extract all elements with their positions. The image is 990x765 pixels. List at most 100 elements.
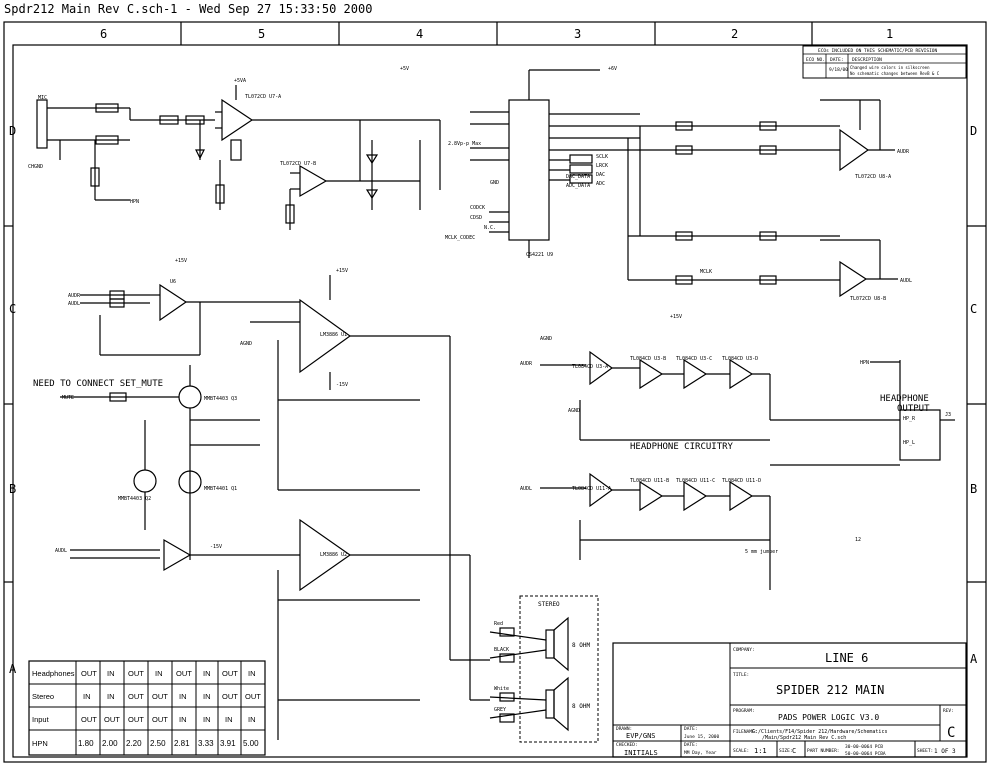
table-cell: OUT (152, 692, 168, 701)
u11d-label: TL084CD U11-D (722, 478, 761, 484)
u7b-label: TL072CD U7-B (280, 161, 316, 167)
dac-label: DAC (596, 172, 605, 178)
table-cell: 3.91 (220, 739, 236, 748)
speaker-bottom-ohm: 8 OHM (572, 703, 590, 710)
wire-red: Red (494, 621, 503, 627)
col-label-4: 4 (416, 27, 423, 41)
row-label-a-right: A (970, 652, 978, 666)
u7a-label: TL072CD U7-A (245, 94, 281, 100)
table-header-cell: OUT (176, 669, 192, 678)
row-label-a-left: A (9, 662, 17, 676)
u2-power-amp (70, 518, 490, 740)
mute-label: MUTE (62, 395, 74, 401)
u3b-label: TL084CD U3-B (630, 356, 666, 362)
col-label-6: 6 (100, 27, 107, 41)
res-label: 12 (855, 537, 861, 543)
u7b-opamp (285, 119, 440, 230)
checked-label: CHECKED: (616, 742, 638, 748)
drawing-title: SPIDER 212 MAIN (776, 683, 884, 697)
u9-codec (470, 69, 641, 280)
table-row-label: Stereo (32, 692, 54, 701)
table-header-cell: IN (248, 669, 256, 678)
nc-label: N.C. (484, 225, 496, 231)
table-cell: OUT (81, 715, 97, 724)
u8a-label: TL072CD U8-A (855, 174, 891, 180)
outer-border (3, 21, 987, 763)
headphone-circuitry-note: HEADPHONE CIRCUITRY (630, 442, 734, 452)
audr-out-label: AUDR (897, 149, 910, 155)
col-label-2: 2 (731, 27, 738, 41)
table-cell: IN (179, 692, 187, 701)
u8a-opamp (640, 99, 895, 172)
vee15-label-1: -15V (336, 382, 348, 388)
filename-label: FILENAME: (733, 729, 757, 735)
table-cell: IN (179, 715, 187, 724)
hpn-net-label-1: HPN (130, 199, 139, 205)
u9-label: CS4221 U9 (526, 252, 553, 258)
eco-title: ECOs INCLUDED ON THIS SCHEMATIC/PCB REVI… (818, 48, 937, 54)
need-connect-note: NEED TO CONNECT SET_MUTE (33, 379, 163, 389)
table-row-label: HPN (32, 739, 48, 748)
table-header-cell: IN (107, 669, 115, 678)
part-number-1: 30-00-0064 PCB (845, 744, 883, 750)
dac-data-label: DAC_DATA (566, 174, 590, 180)
u11b-label: TL084CD U11-B (630, 478, 669, 484)
row-label-b-left: B (9, 482, 16, 496)
company-name: LINE 6 (825, 651, 868, 665)
speaker-top-ohm: 8 OHM (572, 642, 590, 649)
hp-r-label: HP_R (903, 416, 916, 422)
col-label-1: 1 (886, 27, 893, 41)
mic-input-section (36, 99, 215, 201)
inner-border (12, 44, 968, 758)
table-cell: IN (107, 692, 115, 701)
program-label: PROGRAM: (733, 708, 755, 714)
audl-u7-label: AUDL (55, 548, 67, 554)
hpn-table: Headphones OUT IN OUT IN OUT IN OUT IN S… (28, 660, 266, 756)
agnd-label-3: AGND (540, 336, 552, 342)
vee15-label-2: -15V (210, 544, 222, 550)
table-header-cell: IN (155, 669, 163, 678)
table-cell: IN (203, 715, 211, 724)
page-header: Spdr212 Main Rev C.sch-1 - Wed Sep 27 15… (4, 2, 373, 16)
j3-label: J3 (945, 412, 951, 418)
lrck-label: LRCK (596, 163, 608, 169)
drawn-label: DRAWN: (616, 726, 632, 732)
gnd-label: GND (490, 180, 499, 186)
column-ticks (4, 22, 986, 583)
title-label: TITLE: (733, 672, 749, 678)
u1-power-amp (250, 275, 451, 660)
vcc15-label-3: +15V (670, 314, 682, 320)
date-label: DATE: (684, 726, 698, 732)
vcc6-label: +6V (608, 66, 617, 72)
u2-label: LM3886 U2 (320, 552, 347, 558)
hp-l-label: HP_L (903, 440, 915, 446)
drawn-value: EVP/GNS (626, 732, 656, 740)
row-label-d-right: D (970, 124, 977, 138)
company-label: COMPANY: (733, 647, 755, 653)
audl-out-label: AUDL (900, 278, 912, 284)
table-cell: 2.50 (150, 739, 166, 748)
u3a-label: TL084CD U3-A (572, 364, 608, 370)
clamp-diodes (365, 120, 441, 210)
u8b-label: TL072CD U8-B (850, 296, 886, 302)
q2-label: MMBT4403 Q2 (118, 496, 151, 502)
table-cell: 3.33 (198, 739, 214, 748)
cdsd-label: CDSD (470, 215, 482, 221)
vcc15-label-2: +15V (336, 268, 348, 274)
table-cell: 2.20 (126, 739, 142, 748)
eco-col-desc: DESCRIPTION (852, 57, 882, 63)
headphone-output-note-1: HEADPHONE (880, 394, 929, 404)
stereo-label: STEREO (538, 601, 560, 608)
vcc5-label: +5V (400, 66, 409, 72)
u6-input-mixer (80, 283, 300, 356)
eco-box: ECOs INCLUDED ON THIS SCHEMATIC/PCB REVI… (802, 45, 967, 79)
col-label-5: 5 (258, 27, 265, 41)
date-value: June 15, 2000 (684, 734, 720, 740)
audl-in-label: AUDL (68, 301, 80, 307)
headphone-output-note-2: OUTPUT (897, 404, 930, 414)
rev-value: C (947, 725, 955, 741)
table-cell: 1.80 (78, 739, 94, 748)
part-number-2: 50-00-0064 PCBA (845, 751, 886, 757)
program-name: PADS POWER LOGIC V3.0 (778, 713, 879, 722)
